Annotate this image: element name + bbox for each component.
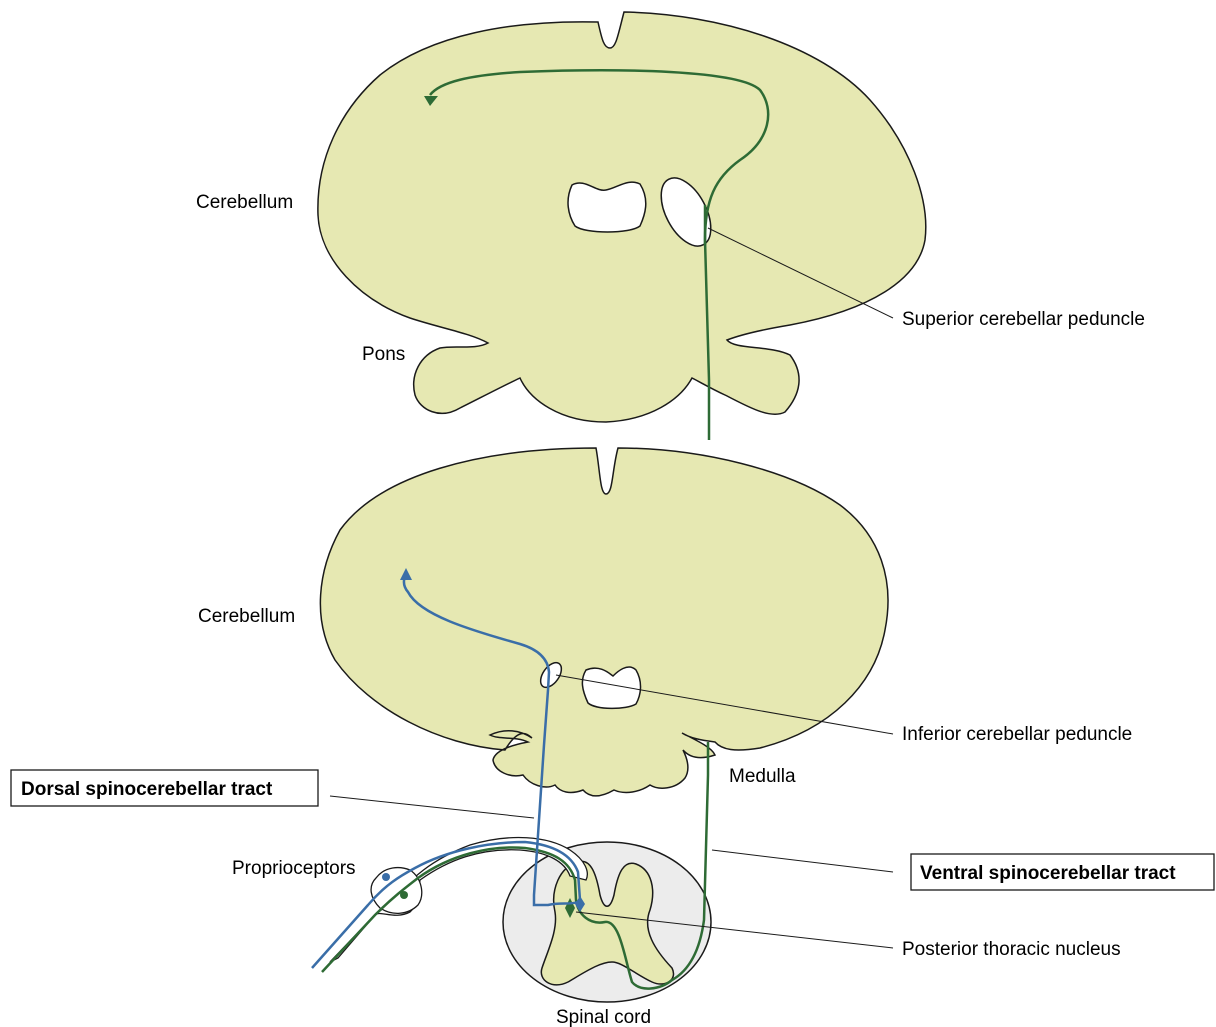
label-pons: Pons (362, 344, 405, 365)
label-posterior-nucleus: Posterior thoracic nucleus (902, 939, 1121, 960)
green-ganglion-cell (400, 891, 408, 899)
label-spinal-cord: Spinal cord (556, 1007, 651, 1027)
label-dorsal-tract: Dorsal spinocerebellar tract (21, 779, 273, 800)
fourth-ventricle-upper (568, 182, 646, 232)
label-cerebellum-top: Cerebellum (196, 192, 293, 213)
label-medulla: Medulla (729, 766, 796, 787)
blue-ganglion-cell (382, 873, 390, 881)
label-cerebellum-bottom: Cerebellum (198, 606, 295, 627)
label-inferior-peduncle: Inferior cerebellar peduncle (902, 724, 1132, 745)
leader-ventral-tract (712, 850, 893, 872)
leader-dorsal-tract (330, 796, 534, 818)
label-proprioceptors: Proprioceptors (232, 858, 356, 879)
label-superior-peduncle: Superior cerebellar peduncle (902, 309, 1145, 330)
dorsal-root-ganglion (371, 868, 422, 914)
lower-cerebellum-medulla (320, 448, 888, 796)
label-ventral-tract: Ventral spinocerebellar tract (920, 863, 1176, 884)
